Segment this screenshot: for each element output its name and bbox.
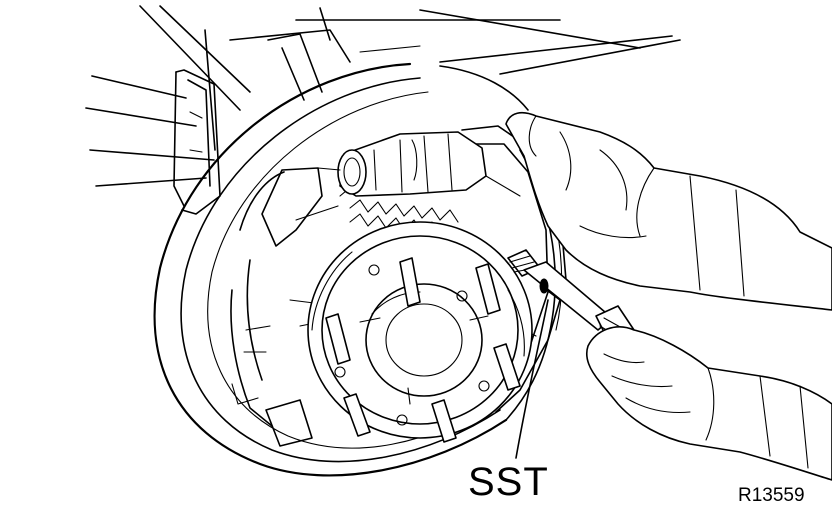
wheel-stud: [326, 258, 520, 442]
sst-leader-line: [516, 300, 548, 458]
sst-callout-label: SST: [468, 460, 549, 504]
vehicle-frame: [140, 6, 680, 150]
wheel-cylinder: [318, 132, 486, 196]
figure-code: R13559: [738, 485, 805, 506]
axle-hub: [308, 222, 532, 438]
technician-hand: [587, 327, 832, 480]
axle-housing: [86, 70, 220, 214]
